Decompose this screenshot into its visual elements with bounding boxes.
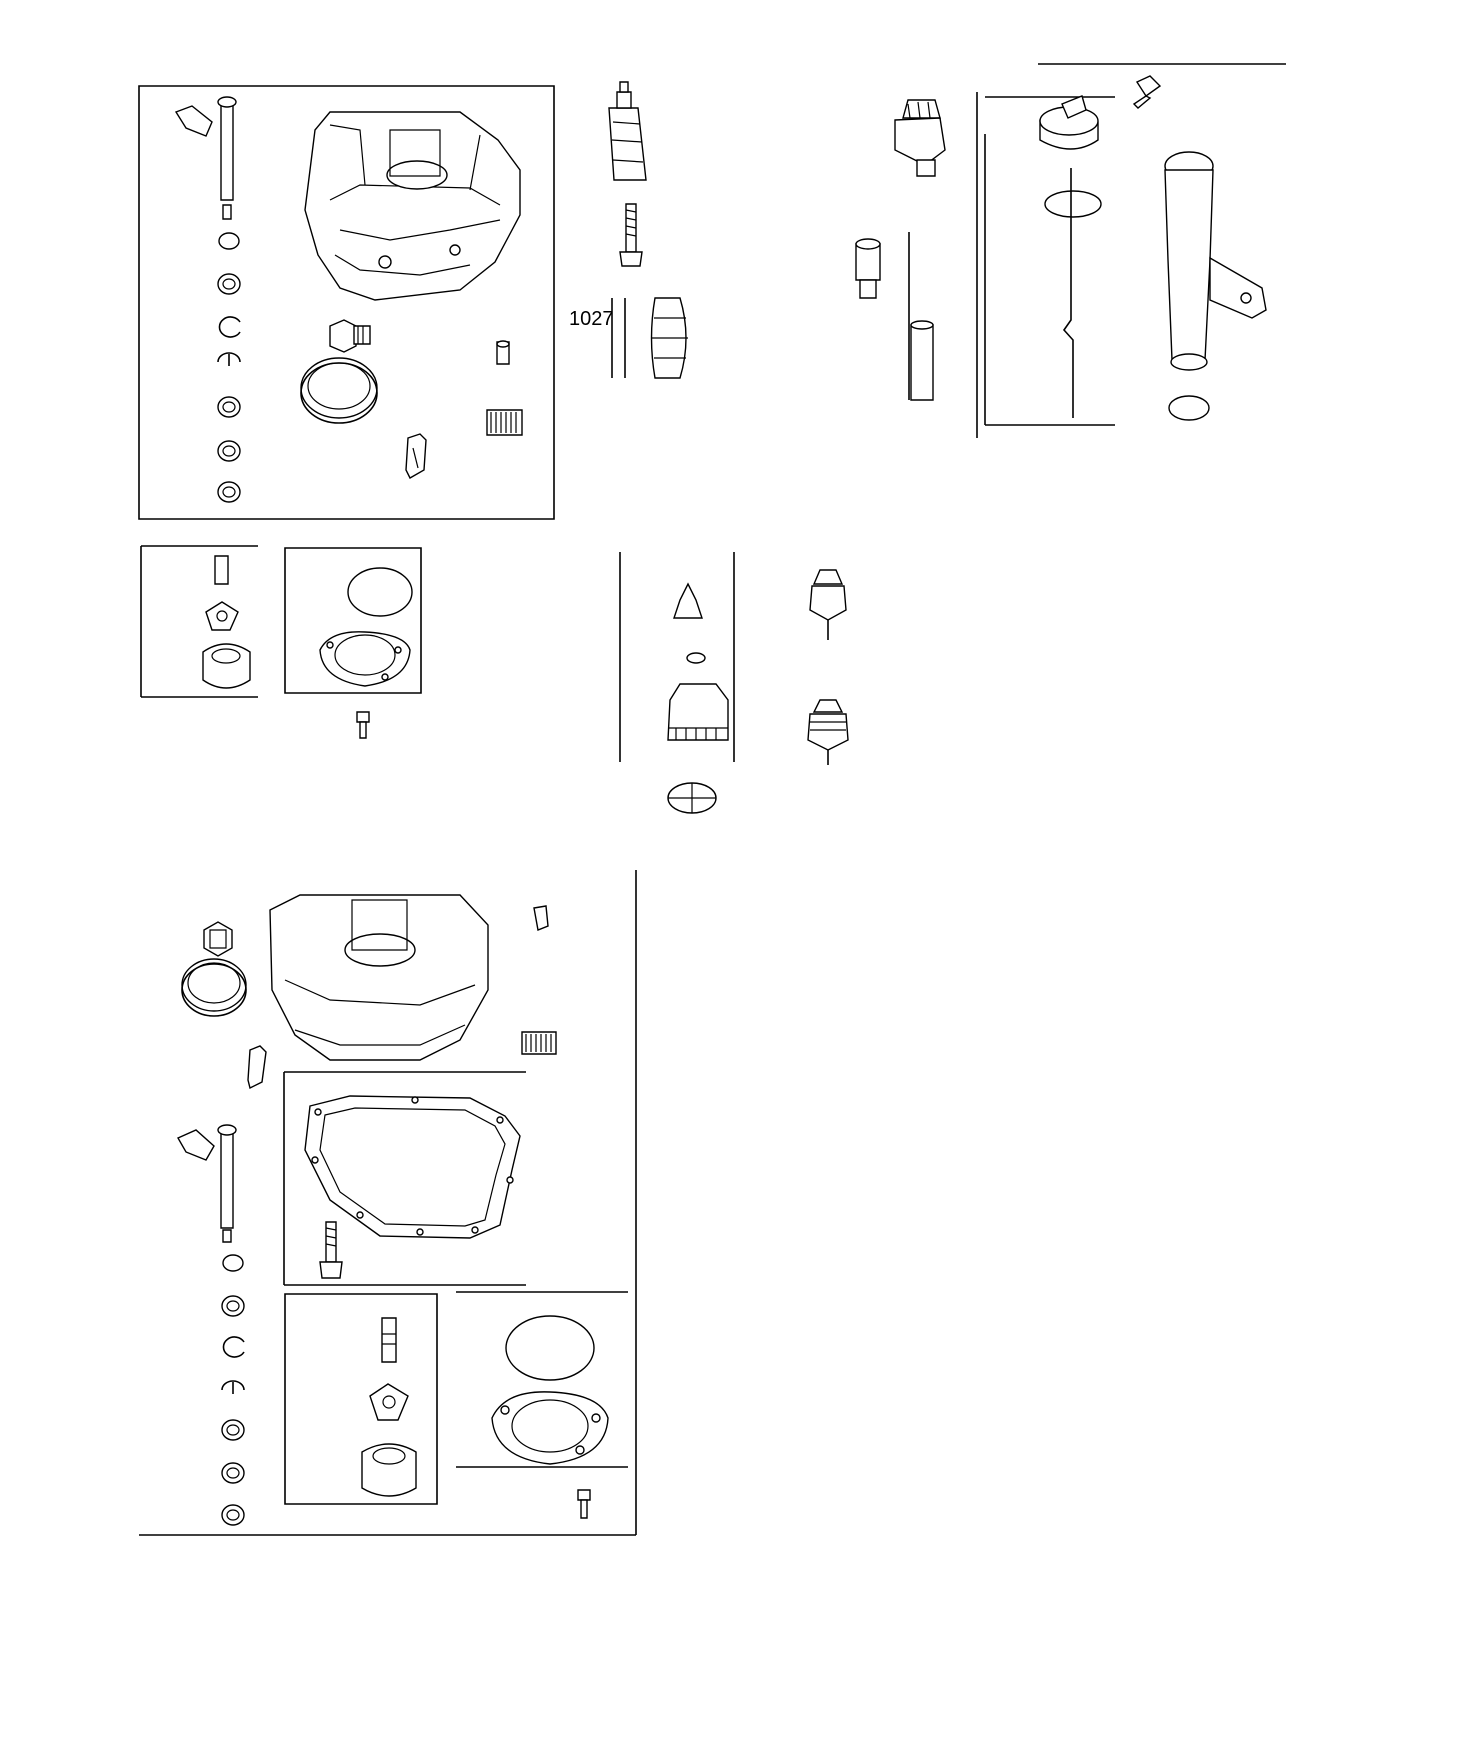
pump-rotor-icon bbox=[203, 556, 250, 688]
clip-icon bbox=[406, 434, 426, 478]
drain-plug-icon bbox=[204, 922, 232, 956]
filter-icon bbox=[652, 298, 689, 378]
pump-cover-icon bbox=[492, 1316, 608, 1464]
dowel-pin-icon bbox=[497, 341, 509, 364]
sump-cover-icon bbox=[270, 895, 488, 1060]
screw-icon bbox=[357, 712, 369, 738]
spring-icon bbox=[487, 410, 522, 435]
screw-icon bbox=[1134, 76, 1160, 108]
stud-bolt-icon bbox=[620, 204, 642, 266]
screw-icon bbox=[578, 1490, 590, 1518]
sealant-tube-icon bbox=[609, 82, 646, 180]
bolt-icon bbox=[320, 1222, 342, 1278]
dipstick-tube-icon bbox=[1165, 152, 1266, 420]
pump-rotor-icon bbox=[362, 1318, 416, 1496]
coupler-icon bbox=[668, 783, 716, 813]
oil-seal-icon bbox=[182, 959, 246, 1016]
pressure-switch-icon bbox=[895, 100, 945, 176]
gasket-icon bbox=[305, 1096, 520, 1238]
clip-icon bbox=[248, 1046, 266, 1088]
dipstick-icon bbox=[1040, 96, 1101, 418]
pressure-switch-icon bbox=[808, 700, 848, 765]
governor-shaft-icon bbox=[178, 1125, 244, 1525]
dowel-pin-icon bbox=[534, 906, 548, 930]
sump-cover-icon bbox=[305, 112, 520, 300]
pump-cover-icon bbox=[320, 568, 412, 686]
callout-1027: 1027 bbox=[569, 308, 614, 330]
sump-upper-frame bbox=[139, 86, 554, 519]
gear-icon bbox=[668, 584, 728, 740]
fitting-icon bbox=[856, 239, 880, 298]
tube-icon bbox=[909, 232, 933, 400]
pressure-switch-icon bbox=[810, 570, 846, 640]
pump-lower-rotor-frame bbox=[285, 1294, 437, 1504]
oil-seal-icon bbox=[301, 358, 377, 423]
pump-upper-cover-frame bbox=[285, 548, 421, 693]
governor-shaft-icon bbox=[176, 97, 240, 502]
drain-plug-icon bbox=[330, 320, 370, 352]
spring-icon bbox=[522, 1032, 556, 1054]
